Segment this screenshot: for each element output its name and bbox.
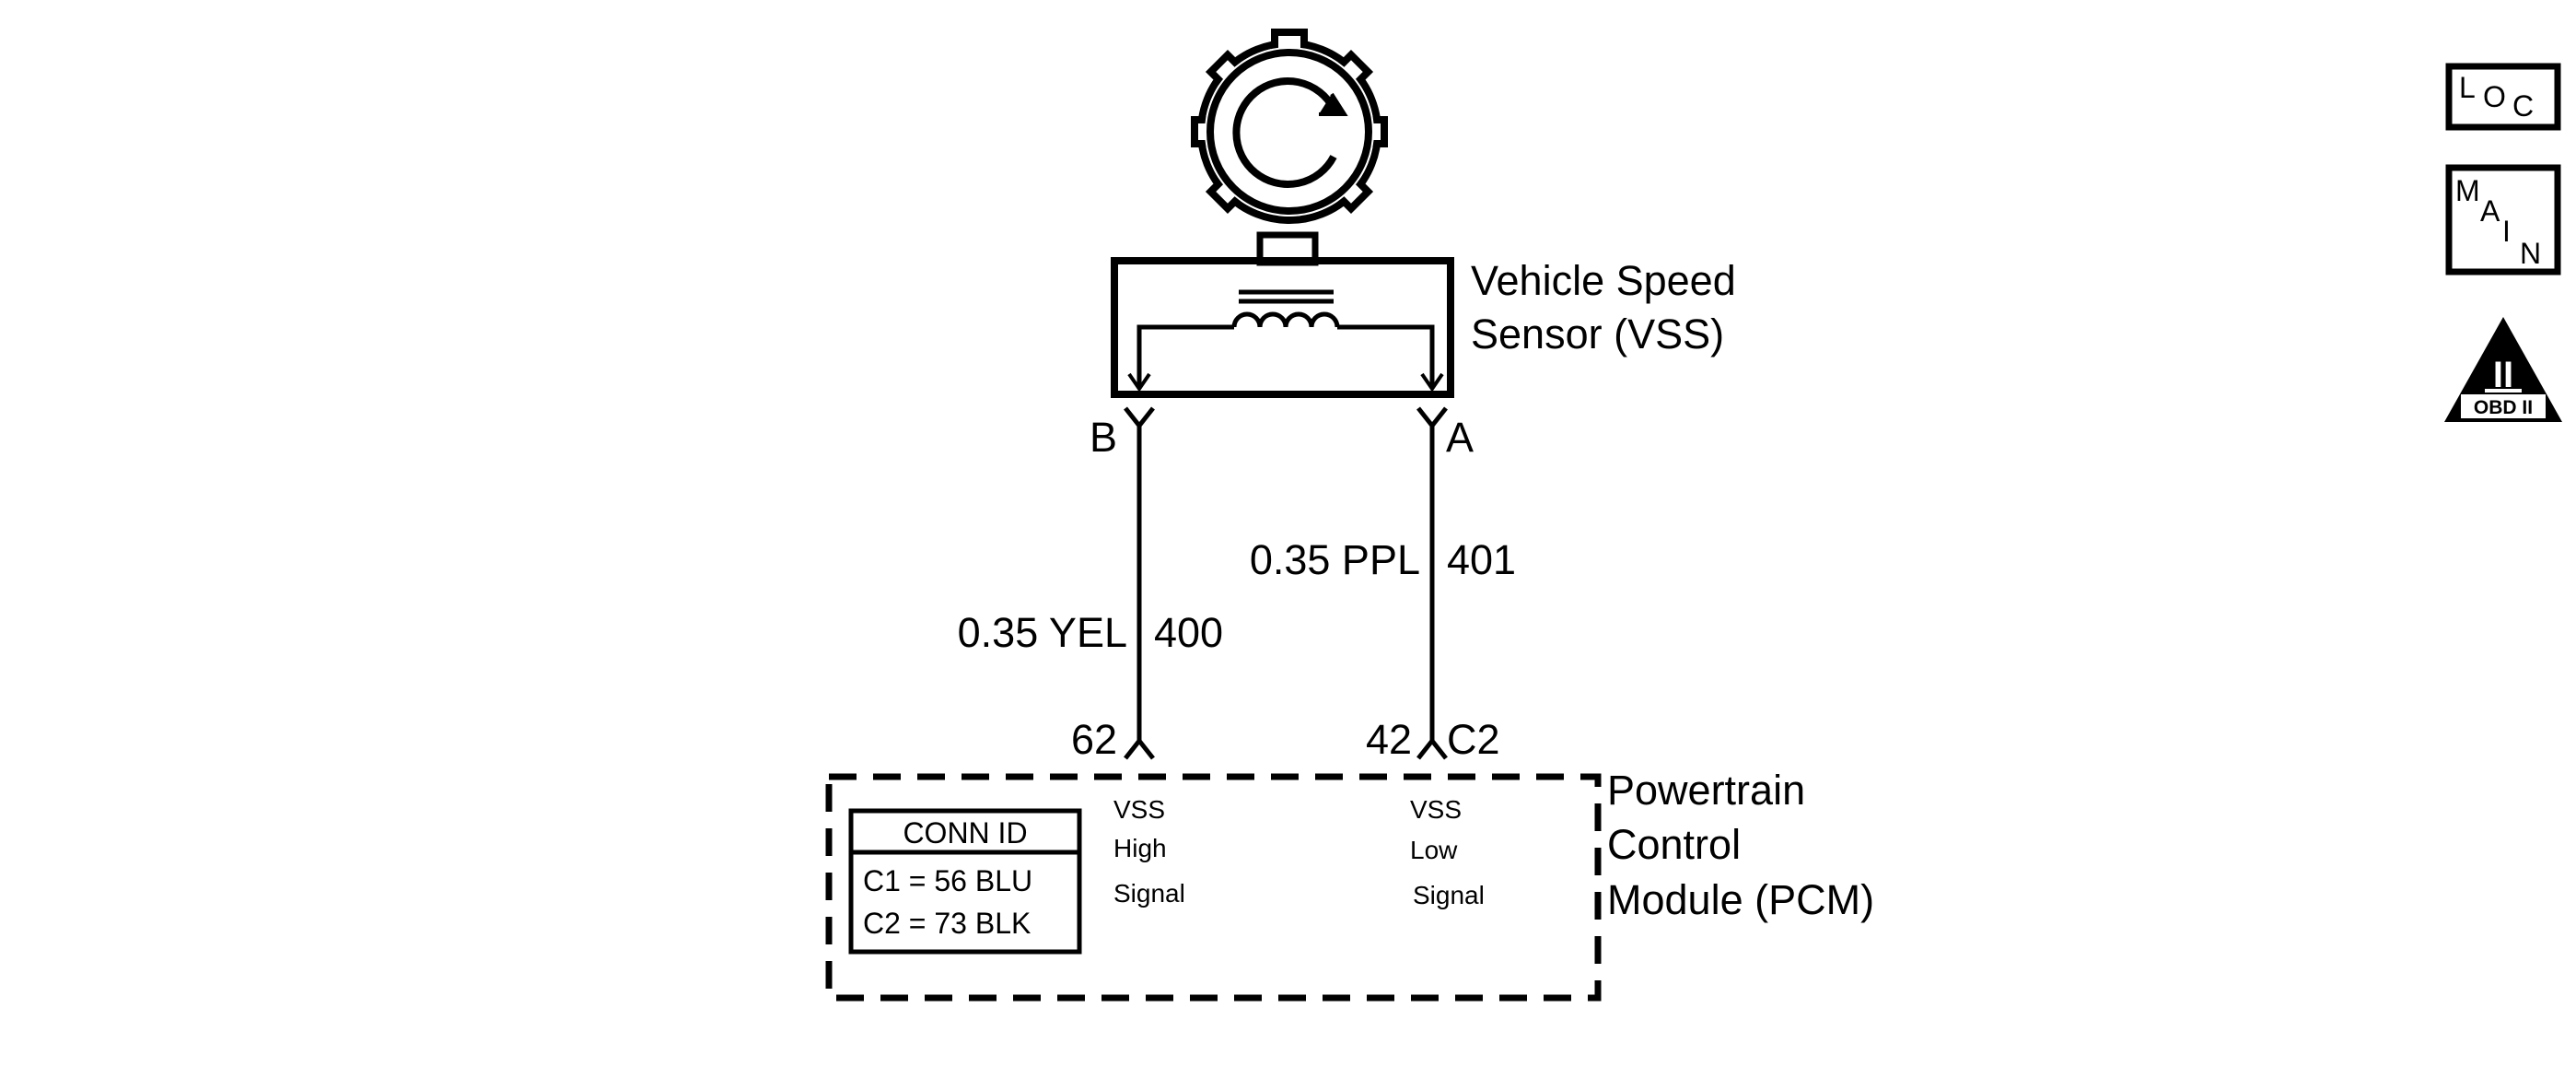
- sensor-name-line-1: Vehicle Speed: [1471, 257, 1736, 304]
- loc-icon-letter-2: O: [2483, 80, 2506, 113]
- wires: [1124, 406, 1448, 760]
- pcm-pin-62-connector: [1124, 736, 1155, 760]
- obd-ii-icon[interactable]: II OBD II: [2444, 317, 2562, 422]
- vss-low-line-3: Signal: [1413, 881, 1485, 909]
- vss-high-line-3: Signal: [1113, 879, 1185, 908]
- loc-icon-letter-1: L: [2459, 71, 2476, 104]
- vss-high-line-1: VSS: [1113, 795, 1165, 824]
- main-icon-letter-1: M: [2455, 174, 2480, 207]
- pcm-pin-62-label: 62: [1071, 716, 1117, 763]
- pcm-box: [825, 773, 1602, 1002]
- pcm-name-line-2: Control: [1607, 821, 1741, 868]
- main-icon-letter-4: N: [2520, 237, 2541, 270]
- wire-401-gauge-color: 0.35 PPL: [1250, 536, 1420, 583]
- loc-icon-letter-3: C: [2512, 89, 2534, 123]
- vss-sensor-body: [1111, 231, 1454, 398]
- pcm-name-line-1: Powertrain: [1607, 767, 1805, 814]
- sensor-pin-a-label: A: [1446, 414, 1474, 461]
- pcm-pin-42-label: 42: [1366, 716, 1412, 763]
- sensor-pin-a-connector: [1416, 406, 1448, 430]
- vss-low-line-1: VSS: [1410, 795, 1462, 824]
- wire-400-gauge-color: 0.35 YEL: [958, 609, 1127, 656]
- main-icon-letter-3: I: [2502, 215, 2511, 248]
- sensor-name-line-2: Sensor (VSS): [1471, 311, 1724, 357]
- conn-id-table: [848, 808, 1082, 955]
- sensor-pin-b-label: B: [1090, 414, 1117, 461]
- sensor-pin-b-connector: [1124, 406, 1155, 430]
- obd-ii-label: OBD II: [2474, 397, 2533, 418]
- conn-id-row-1: C1 = 56 BLU: [863, 864, 1032, 897]
- obd-ii-roman: II: [2493, 355, 2513, 395]
- wire-401-circuit: 401: [1447, 536, 1516, 583]
- reluctor-wheel-icon: [1191, 29, 1388, 224]
- loc-icon[interactable]: L O C: [2445, 63, 2561, 131]
- wire-400-circuit: 400: [1154, 609, 1223, 656]
- pcm-connector-label: C2: [1447, 716, 1500, 763]
- conn-id-row-2: C2 = 73 BLK: [863, 907, 1031, 940]
- conn-id-header: CONN ID: [903, 816, 1027, 850]
- main-icon-letter-2: A: [2480, 194, 2500, 228]
- vss-high-line-2: High: [1113, 834, 1167, 862]
- vss-low-line-2: Low: [1410, 836, 1458, 864]
- pcm-name-line-3: Module (PCM): [1607, 876, 1874, 923]
- main-icon[interactable]: M A I N: [2445, 164, 2561, 275]
- pcm-pin-42-connector: [1416, 736, 1448, 760]
